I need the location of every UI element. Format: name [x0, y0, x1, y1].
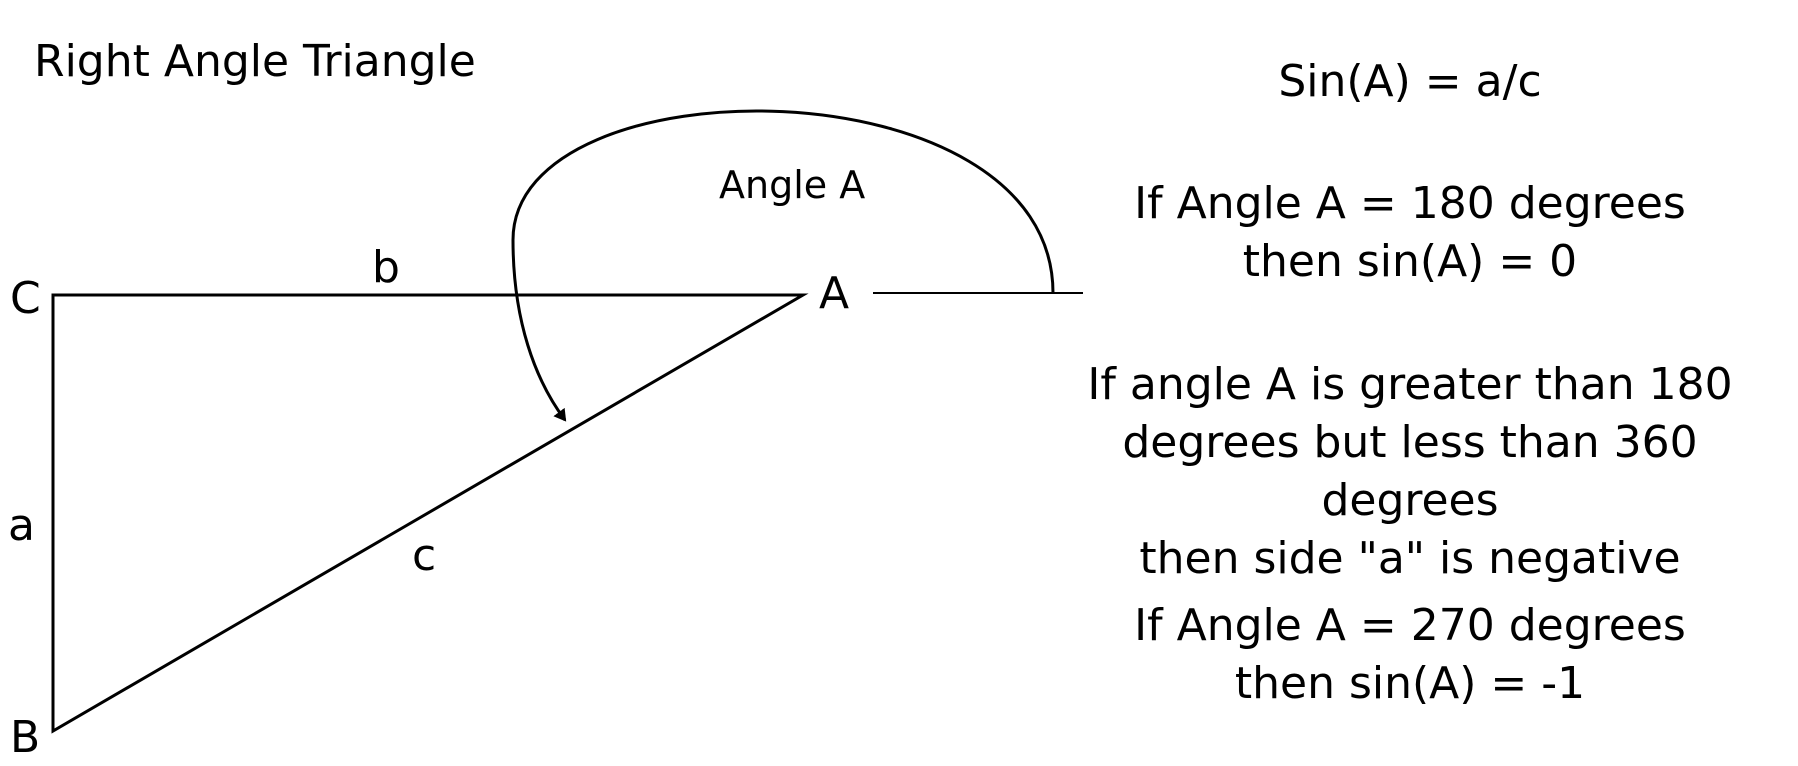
formula-line: Sin(A) = a/c: [1278, 56, 1542, 107]
note-line: then sin(A) = -1: [1234, 658, 1586, 709]
note-line: degrees but less than 360 degrees: [1122, 417, 1698, 526]
vertex-label-b: B: [10, 712, 40, 762]
note-line: then sin(A) = 0: [1242, 236, 1578, 287]
note-line: If angle A is greater than 180: [1087, 359, 1733, 410]
angle-label: Angle A: [719, 163, 865, 207]
note-line: If Angle A = 180 degrees: [1134, 178, 1686, 229]
right-triangle: [51, 293, 809, 734]
note-270-degrees: If Angle A = 270 degrees then sin(A) = -…: [1030, 597, 1790, 713]
side-label-b: b: [372, 242, 400, 293]
vertex-label-a: A: [819, 268, 849, 319]
vertex-label-c: C: [10, 273, 41, 324]
side-label-c: c: [412, 530, 436, 581]
diagram-title: Right Angle Triangle: [34, 36, 476, 87]
note-line: If Angle A = 270 degrees: [1134, 600, 1686, 651]
note-negative-side: If angle A is greater than 180 degrees b…: [1030, 356, 1790, 588]
angle-arc-arrow: [511, 109, 1055, 422]
note-line: then side "a" is negative: [1139, 533, 1681, 584]
sine-formula: Sin(A) = a/c: [1030, 53, 1790, 111]
side-label-a: a: [8, 500, 35, 551]
note-180-degrees: If Angle A = 180 degrees then sin(A) = 0: [1030, 175, 1790, 291]
